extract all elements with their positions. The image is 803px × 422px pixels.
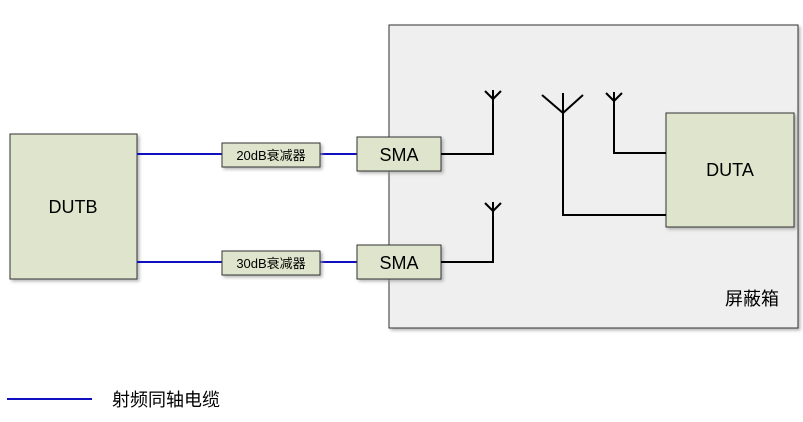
sma-port-bottom-label: SMA [379, 253, 418, 273]
shield-box-label: 屏蔽箱 [725, 289, 779, 309]
dutb-box [9, 133, 138, 280]
antenna-duta-small [605, 92, 666, 154]
antenna-bottom-left [441, 202, 502, 263]
duta-label: DUTA [706, 160, 754, 180]
antenna-top-left [441, 90, 502, 155]
attenuator-20db-box [221, 142, 321, 168]
attenuator-20db-label: 20dB衰减器 [236, 148, 305, 163]
dutb-label: DUTB [49, 197, 98, 217]
sma-port-top-label: SMA [379, 145, 418, 165]
antenna-duta-large [541, 93, 666, 216]
sma-port-top [356, 136, 442, 172]
attenuator-30db-box [221, 250, 321, 276]
legend-coax-label: 射频同轴电缆 [112, 390, 220, 410]
attenuator-30db-label: 30dB衰减器 [236, 256, 305, 271]
duta-box [665, 112, 795, 228]
